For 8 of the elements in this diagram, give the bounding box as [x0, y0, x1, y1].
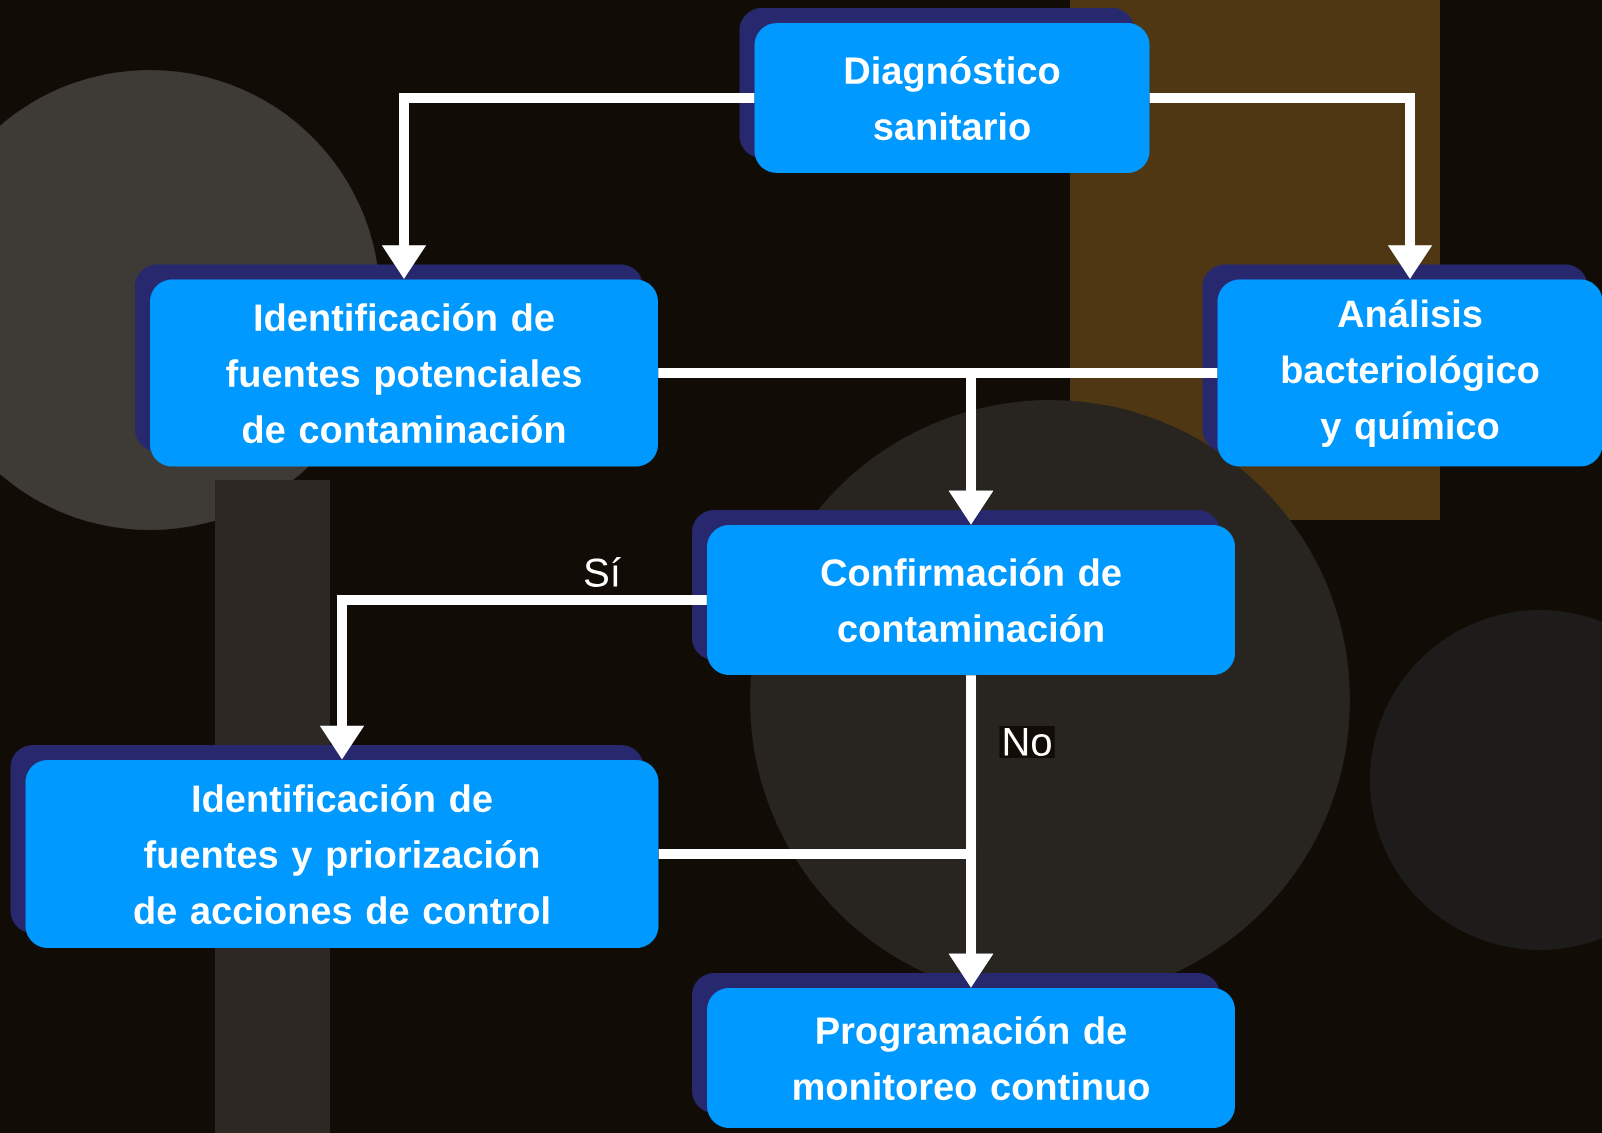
- edge-label: No: [999, 726, 1055, 758]
- process-box: Identificación de fuentes potenciales de contaminación: [135, 264, 658, 467]
- edge-label: Sí: [581, 555, 623, 589]
- process-box: Programación de monitoreo continuo: [692, 973, 1235, 1128]
- process-box: Análisis bacteriológico y químico: [1202, 264, 1602, 467]
- process-box: Identificación de fuentes y priorización de acciones de control: [10, 745, 659, 948]
- process-box: Diagnóstico sanitario: [739, 8, 1150, 173]
- process-box: Confirmación de contaminación: [692, 510, 1235, 675]
